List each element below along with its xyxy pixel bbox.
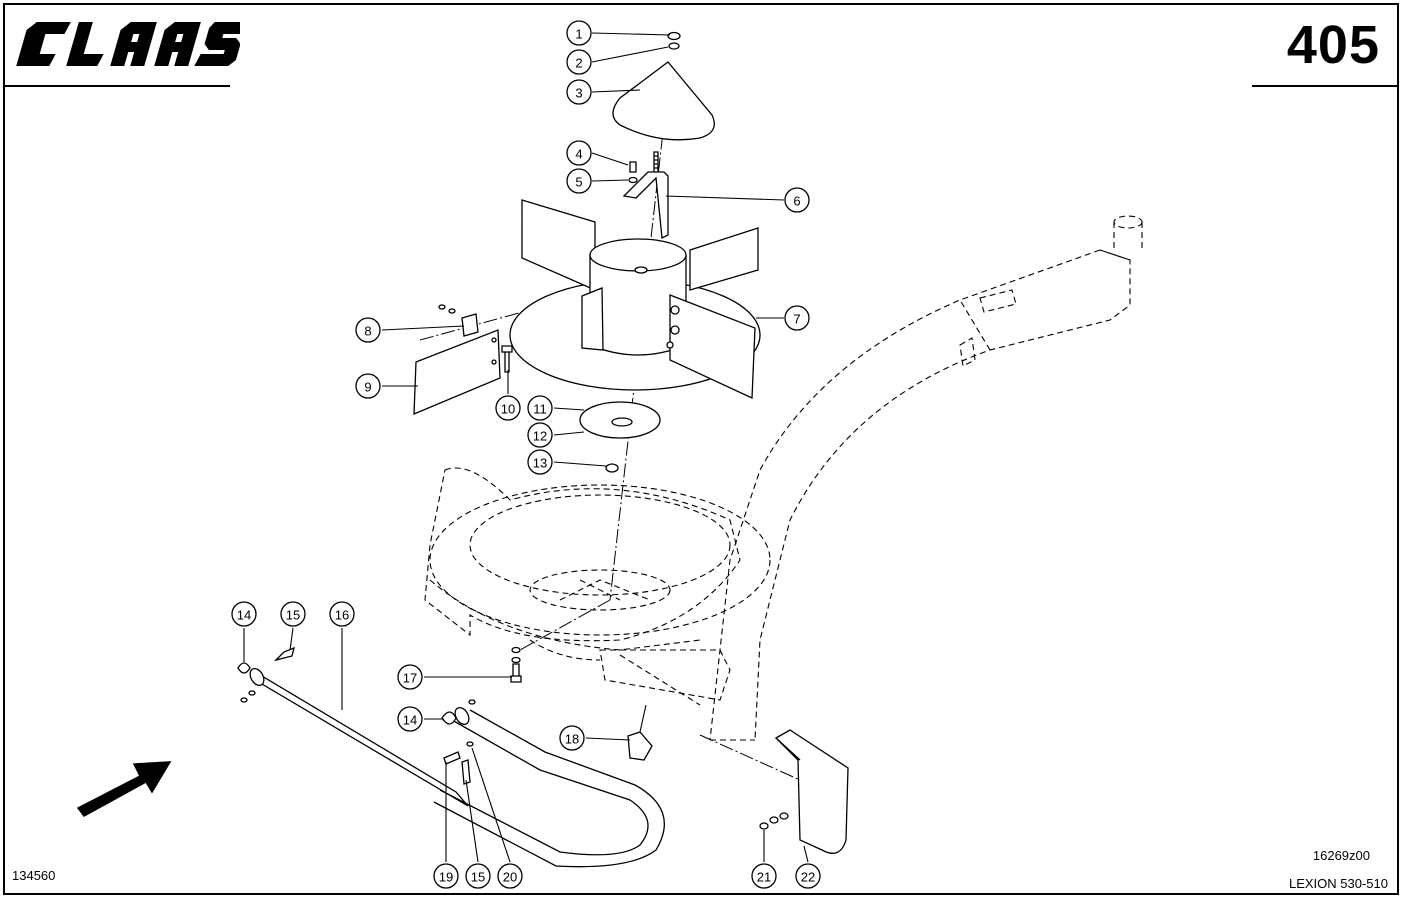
svg-text:2: 2 [575, 56, 582, 71]
svg-text:12: 12 [533, 429, 547, 444]
svg-text:15: 15 [286, 608, 300, 623]
callout-16: 16 [329, 601, 355, 627]
part-washer-21 [769, 816, 779, 824]
svg-text:3: 3 [575, 86, 582, 101]
part-nut-21 [759, 822, 769, 830]
callout-14-left: 14 [231, 601, 257, 627]
svg-text:8: 8 [364, 324, 371, 339]
part-grease-nipple-right [441, 711, 457, 725]
part-washer-small [628, 176, 638, 184]
callout-11: 11 [527, 395, 553, 421]
callout-3: 3 [566, 79, 592, 105]
callout-22: 22 [795, 863, 821, 889]
callout-12: 12 [527, 422, 553, 448]
callout-19: 19 [433, 863, 459, 889]
part-washer-21b [779, 812, 789, 820]
callout-6: 6 [784, 187, 810, 213]
callout-1: 1 [566, 20, 592, 46]
svg-text:18: 18 [565, 732, 579, 747]
callout-10: 10 [495, 395, 521, 421]
part-bolt-small [629, 161, 637, 173]
part-disc-hub [611, 417, 633, 427]
shield-axis [699, 734, 801, 781]
svg-text:11: 11 [533, 402, 547, 417]
svg-text:13: 13 [533, 456, 547, 471]
part-blade-hole [491, 337, 497, 343]
callout-17: 17 [397, 664, 423, 690]
callout-9: 9 [355, 373, 381, 399]
part-coupling [627, 731, 653, 761]
svg-text:14: 14 [237, 608, 251, 623]
machine-frame [424, 215, 1143, 741]
callout-2: 2 [566, 49, 592, 75]
svg-text:22: 22 [801, 870, 815, 885]
part-washer-8 [448, 308, 456, 314]
part-bolt-19 [443, 751, 461, 765]
image-number: 134560 [12, 868, 56, 883]
callout-7: 7 [784, 305, 810, 331]
svg-text:7: 7 [793, 312, 800, 327]
part-blade-hole [491, 359, 497, 365]
svg-text:5: 5 [575, 175, 582, 190]
drawing-number: 16269z00 [1312, 848, 1370, 863]
svg-text:6: 6 [793, 194, 800, 209]
part-bolt-17 [510, 646, 522, 683]
callout-13: 13 [527, 449, 553, 475]
part-blade [413, 329, 501, 415]
part-washer-right [466, 741, 474, 747]
svg-text:17: 17 [403, 671, 417, 686]
svg-text:19: 19 [439, 870, 453, 885]
part-bolt-15-right [461, 759, 471, 785]
svg-text:16: 16 [335, 608, 349, 623]
svg-text:15: 15 [471, 870, 485, 885]
part-nut-left [240, 697, 248, 703]
part-spreader-rotor [509, 199, 761, 399]
svg-text:20: 20 [503, 870, 517, 885]
svg-text:14: 14 [403, 713, 417, 728]
part-washer [668, 42, 680, 50]
part-nut-right [468, 699, 476, 705]
callout-15-left: 15 [280, 601, 306, 627]
claas-logo [16, 22, 240, 66]
svg-text:1: 1 [575, 27, 582, 42]
callout-21: 21 [751, 863, 777, 889]
callout-4: 4 [566, 140, 592, 166]
part-nut [667, 31, 681, 41]
part-bracket [622, 151, 669, 240]
model-label: LEXION 530-510 [1288, 876, 1388, 891]
part-nut-8 [438, 304, 446, 310]
svg-text:4: 4 [575, 147, 582, 162]
direction-arrow-icon [76, 761, 172, 817]
part-coupling-stem [639, 704, 647, 733]
svg-text:9: 9 [364, 380, 371, 395]
callout-5: 5 [566, 168, 592, 194]
callout-8: 8 [355, 317, 381, 343]
header-rule-right [1252, 85, 1399, 87]
part-shield [774, 729, 849, 854]
part-nut-13 [605, 463, 619, 473]
header-rule-left [5, 85, 230, 87]
callout-20: 20 [497, 863, 523, 889]
part-washer-left [248, 690, 256, 696]
callout-14-right: 14 [397, 706, 423, 732]
callout-15-right: 15 [465, 863, 491, 889]
part-angle-bracket [461, 313, 479, 337]
part-bent-tube-frame [433, 706, 665, 868]
page-number: 405 [1286, 15, 1380, 75]
center-axis-lower [519, 599, 611, 651]
callout-18: 18 [559, 725, 585, 751]
part-bolt-15-left [273, 646, 295, 662]
svg-text:10: 10 [501, 402, 515, 417]
part-cone-cover [612, 61, 715, 141]
part-grease-nipple-left [237, 662, 251, 674]
part-tube-left [249, 667, 469, 807]
part-bolt-10 [501, 345, 513, 373]
page-frame [3, 3, 1399, 895]
leader-lines [243, 32, 809, 863]
svg-text:21: 21 [757, 870, 771, 885]
